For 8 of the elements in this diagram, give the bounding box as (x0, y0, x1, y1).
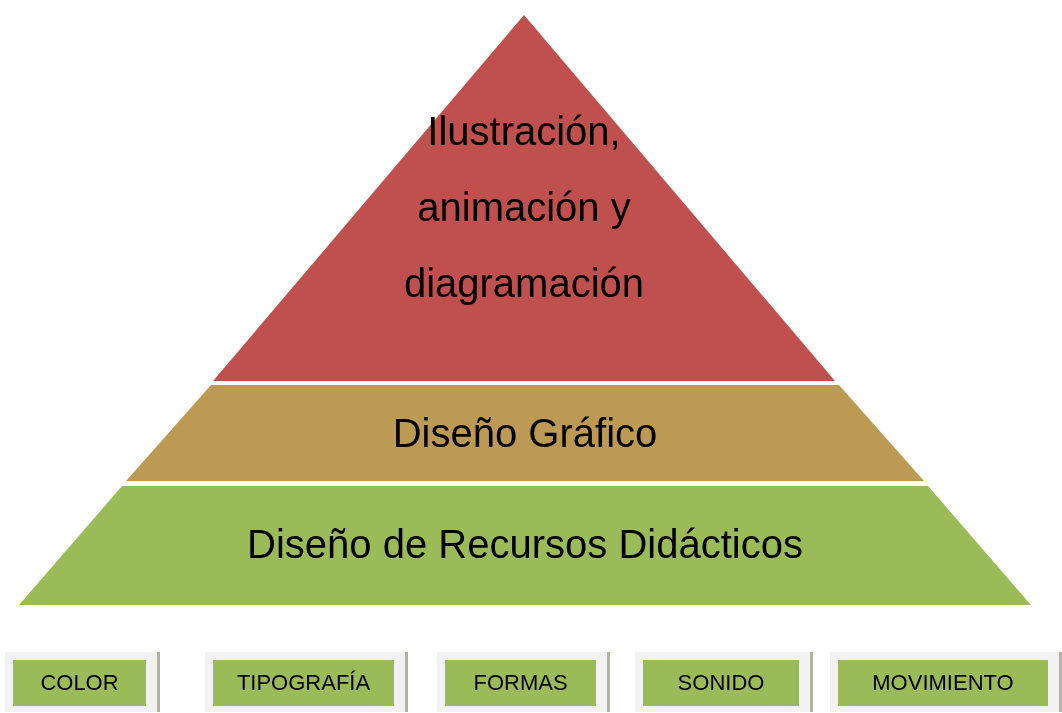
element-label: COLOR (13, 660, 146, 706)
level-label: Diseño de Recursos Didácticos (246, 521, 804, 568)
element-label: SONIDO (643, 660, 799, 706)
level-label: Ilustración, animación y diagramación (402, 108, 646, 307)
element-label: MOVIMIENTO (838, 660, 1048, 706)
element-label: FORMAS (445, 660, 596, 706)
element-label: TIPOGRAFÍA (213, 660, 394, 706)
level-label: Diseño Gráfico (391, 410, 659, 457)
